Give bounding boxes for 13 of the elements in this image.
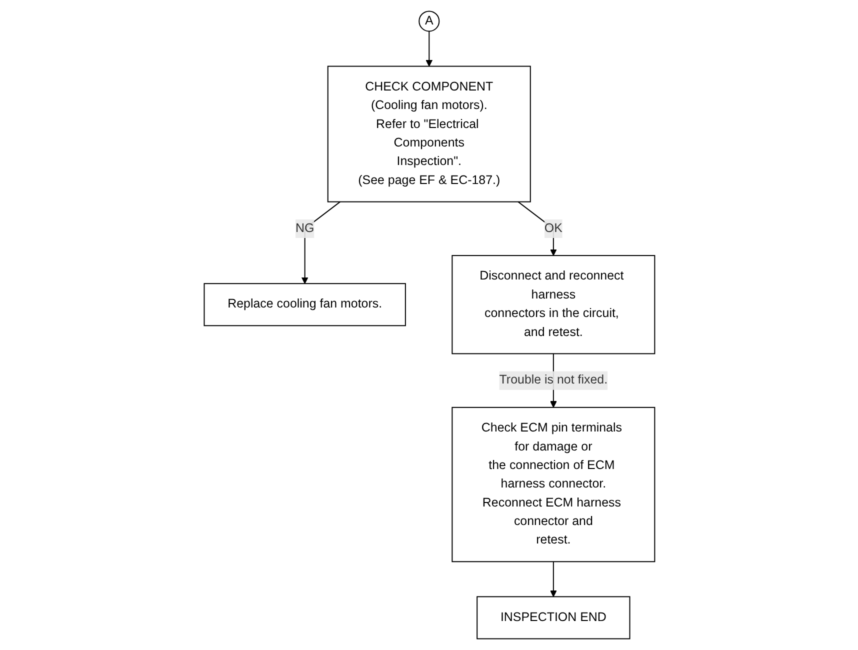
arrow — [550, 562, 556, 597]
node-circle: A — [418, 10, 440, 32]
arrow — [425, 31, 432, 67]
edge-label: NG — [295, 222, 314, 235]
node-box: Replace cooling fan motors. — [203, 283, 406, 326]
node-box: INSPECTION END — [476, 596, 630, 640]
arrow — [300, 201, 340, 284]
node-box: Check ECM pin terminals for damage or the connection of ECM harness connector. Reconnect ECM harness connector and retest. — [451, 406, 655, 562]
node-box: Disconnect and reconnect harness connectors in the circuit, and retest. — [451, 255, 655, 354]
edge-label: Trouble is not fixed. — [498, 374, 608, 387]
arrow — [517, 201, 556, 256]
edge-label: OK — [544, 222, 562, 235]
node-box: CHECK COMPONENT (Cooling fan motors). Refer to "Electrical Components Inspection". (See page EF & EC-187.) — [326, 66, 530, 202]
